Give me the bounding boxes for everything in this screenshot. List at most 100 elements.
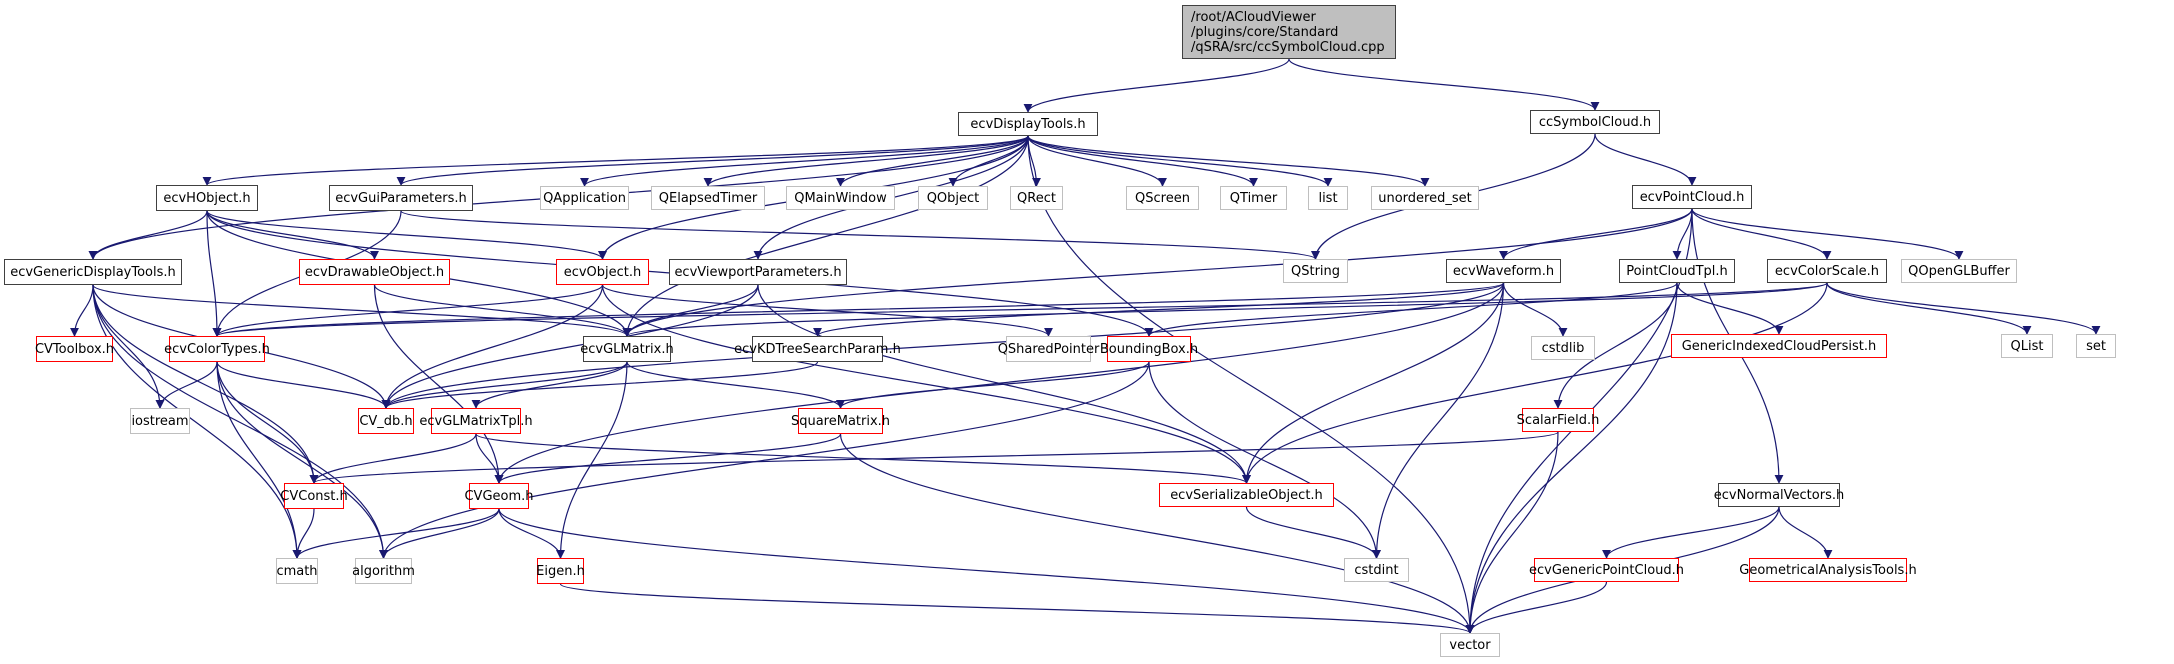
node-qobject: QObject — [918, 186, 988, 210]
edge-CVGeom-to-vector — [498, 508, 1475, 634]
edge-BoundingBox-to-SquareMatrix — [836, 361, 1150, 409]
edge-ecvGenericDisplayTools-to-CVConst — [92, 284, 319, 484]
node-cvconst[interactable]: CVConst.h — [280, 483, 348, 509]
edge-PointCloudTpl-to-vector — [1465, 282, 1678, 634]
node-square-matrix[interactable]: SquareMatrix.h — [791, 408, 890, 434]
node-ecv-display-tools[interactable]: ecvDisplayTools.h — [958, 112, 1098, 136]
edge-ecvColorTypes-to-CV_db — [216, 361, 391, 409]
node-root[interactable]: /root/ACloudViewer /plugins/core/Standar… — [1182, 5, 1396, 59]
node-cstdlib: cstdlib — [1531, 336, 1595, 360]
edge-ecvColorScale-to-ecvSerializableObject — [1242, 282, 1828, 484]
node-ecv-drawable-object[interactable]: ecvDrawableObject.h — [299, 259, 450, 285]
node-ecv-serializable-object[interactable]: ecvSerializableObject.h — [1159, 483, 1334, 507]
node-point-cloud-tpl[interactable]: PointCloudTpl.h — [1619, 259, 1735, 283]
node-ecv-generic-point-cloud[interactable]: ecvGenericPointCloud.h — [1529, 558, 1684, 582]
edge-ecvGenericDisplayTools-to-ecvGLMatrix — [92, 284, 632, 337]
edge-PointCloudTpl-to-ScalarField — [1553, 282, 1678, 409]
edge-ecvDisplayTools-to-QApplication — [580, 135, 1029, 187]
edge-ecvDisplayTools-to-QRect — [1027, 135, 1041, 187]
node-qrect: QRect — [1010, 186, 1063, 210]
node-vector: vector — [1440, 633, 1500, 657]
edge-CVGeom-to-algorithm — [379, 508, 500, 559]
edge-PointCloudTpl-to-BoundingBox — [1144, 282, 1678, 337]
edge-ecvGenericDisplayTools-to-CVToolbox — [70, 284, 94, 337]
node-unordered-set: unordered_set — [1371, 186, 1479, 210]
edge-BoundingBox-to-algorithm — [379, 361, 1150, 559]
node-cc-symbol-cloud[interactable]: ccSymbolCloud.h — [1530, 110, 1660, 134]
node-geometrical-analysis-tools[interactable]: GeometricalAnalysisTools.h — [1739, 558, 1917, 582]
node-ecv-viewport-parameters[interactable]: ecvViewportParameters.h — [669, 259, 847, 285]
edge-ecvKDTreeSearchParam-to-CV_db — [381, 361, 819, 409]
edge-root-to-ccSymbolCloud — [1288, 58, 1600, 111]
edge-ecvHObject-to-ecvGenericDisplayTools — [88, 210, 208, 260]
node-generic-indexed-cloud-persist[interactable]: GenericIndexedCloudPersist.h — [1671, 334, 1887, 358]
edge-ecvObject-to-ecvColorTypes — [212, 284, 604, 337]
edge-ecvDisplayTools-to-QMainWindow — [836, 135, 1029, 187]
edge-Eigen-to-vector — [559, 583, 1475, 634]
edge-ecvDisplayTools-to-vector — [1027, 135, 1475, 634]
edge-ecvColorTypes-to-cmath — [216, 361, 302, 559]
node-ecv-object[interactable]: ecvObject.h — [556, 259, 649, 285]
edge-ecvGenericPointCloud-to-vector — [1465, 581, 1608, 634]
edge-ecvWaveform-to-ecvColorTypes — [212, 282, 1505, 337]
edge-ecvDisplayTools-to-unordered_set — [1027, 135, 1430, 187]
node-cvtoolbox[interactable]: CVToolbox.h — [35, 336, 114, 362]
node-ecv-kdtree-search-param[interactable]: ecvKDTreeSearchParam.h — [734, 336, 901, 362]
node-cv-db[interactable]: CV_db.h — [358, 408, 414, 434]
edge-root-to-ecvDisplayTools — [1023, 58, 1290, 113]
node-qopen-glbuffer: QOpenGLBuffer — [1901, 259, 2017, 283]
node-ecv-generic-display-tools[interactable]: ecvGenericDisplayTools.h — [4, 259, 182, 285]
node-ecv-hobject[interactable]: ecvHObject.h — [156, 185, 258, 211]
node-qmain-window: QMainWindow — [786, 186, 895, 210]
edge-ecvDrawableObject-to-CVGeom — [373, 284, 504, 484]
node-ecv-waveform[interactable]: ecvWaveform.h — [1446, 259, 1561, 283]
node-ecv-normal-vectors[interactable]: ecvNormalVectors.h — [1714, 483, 1844, 507]
node-ecv-gui-parameters[interactable]: ecvGuiParameters.h — [329, 185, 473, 211]
edge-ecvWaveform-to-ecvKDTreeSearchParam — [813, 282, 1505, 337]
edge-ecvGuiParameters-to-QString — [400, 210, 1320, 260]
edge-ecvWaveform-to-cstdlib — [1502, 282, 1568, 337]
node-ecv-color-types[interactable]: ecvColorTypes.h — [164, 336, 270, 362]
edge-SquareMatrix-to-vector — [839, 433, 1475, 634]
edge-ecvObject-to-CV_db — [381, 284, 604, 409]
edge-ccSymbolCloud-to-ecvPointCloud — [1594, 133, 1697, 186]
edge-ecvGLMatrixTpl-to-ecvSerializableObject — [475, 433, 1251, 484]
edge-ecvGLMatrixTpl-to-CVConst — [309, 433, 477, 484]
edge-ecvColorScale-to-ecvGLMatrix — [622, 282, 1828, 337]
edge-SquareMatrix-to-CVGeom — [494, 433, 842, 484]
edge-ecvWaveform-to-CVGeom — [494, 282, 1505, 484]
edge-ScalarField-to-CVConst — [309, 431, 1559, 484]
edge-ecvViewportParameters-to-CV_db — [381, 284, 759, 409]
edge-ecvDisplayTools-to-ecvGLMatrix — [622, 135, 1029, 337]
node-ecv-glmatrix-tpl[interactable]: ecvGLMatrixTpl.h — [419, 408, 533, 434]
edge-ecvGenericDisplayTools-to-cmath — [92, 284, 302, 559]
edge-ScalarField-to-vector — [1465, 431, 1559, 634]
node-ecv-color-scale[interactable]: ecvColorScale.h — [1767, 259, 1887, 283]
edge-ecvDisplayTools-to-QTimer — [1027, 135, 1258, 187]
node-set: set — [2076, 334, 2116, 358]
node-ecv-point-cloud[interactable]: ecvPointCloud.h — [1632, 185, 1752, 209]
node-eigen[interactable]: Eigen.h — [536, 558, 585, 584]
edge-ecvColorScale-to-QList — [1826, 282, 2032, 335]
node-bounding-box[interactable]: BoundingBox.h — [1100, 336, 1198, 362]
node-scalar-field[interactable]: ScalarField.h — [1517, 408, 1599, 432]
node-cstdint: cstdint — [1344, 558, 1409, 582]
edge-ecvColorTypes-to-iostream — [155, 361, 218, 409]
edge-ecvGLMatrix-to-CV_db — [381, 361, 628, 409]
edge-ecvDisplayTools-to-QScreen — [1027, 135, 1167, 187]
edge-ecvWaveform-to-cstdint — [1372, 282, 1505, 559]
edge-ecvNormalVectors-to-ecvGenericPointCloud — [1602, 506, 1780, 559]
edge-ecvDisplayTools-to-list — [1027, 135, 1333, 187]
node-cvgeom[interactable]: CVGeom.h — [464, 483, 534, 509]
node-qshared-pointer: QSharedPointer — [998, 336, 1099, 362]
node-qlist: QList — [2001, 334, 2053, 358]
edge-ecvColorScale-to-set — [1826, 282, 2101, 335]
edge-ecvGLMatrix-to-Eigen — [556, 361, 628, 559]
edge-ecvDrawableObject-to-ecvGLMatrix — [373, 284, 632, 337]
node-list: list — [1308, 186, 1348, 210]
edge-ecvGLMatrix-to-ecvGLMatrixTpl — [471, 361, 628, 409]
edge-ecvGLMatrix-to-SquareMatrix — [626, 361, 845, 409]
node-ecv-glmatrix[interactable]: ecvGLMatrix.h — [580, 336, 674, 362]
edge-ecvNormalVectors-to-GeometricalAnalysisTools — [1778, 506, 1833, 559]
